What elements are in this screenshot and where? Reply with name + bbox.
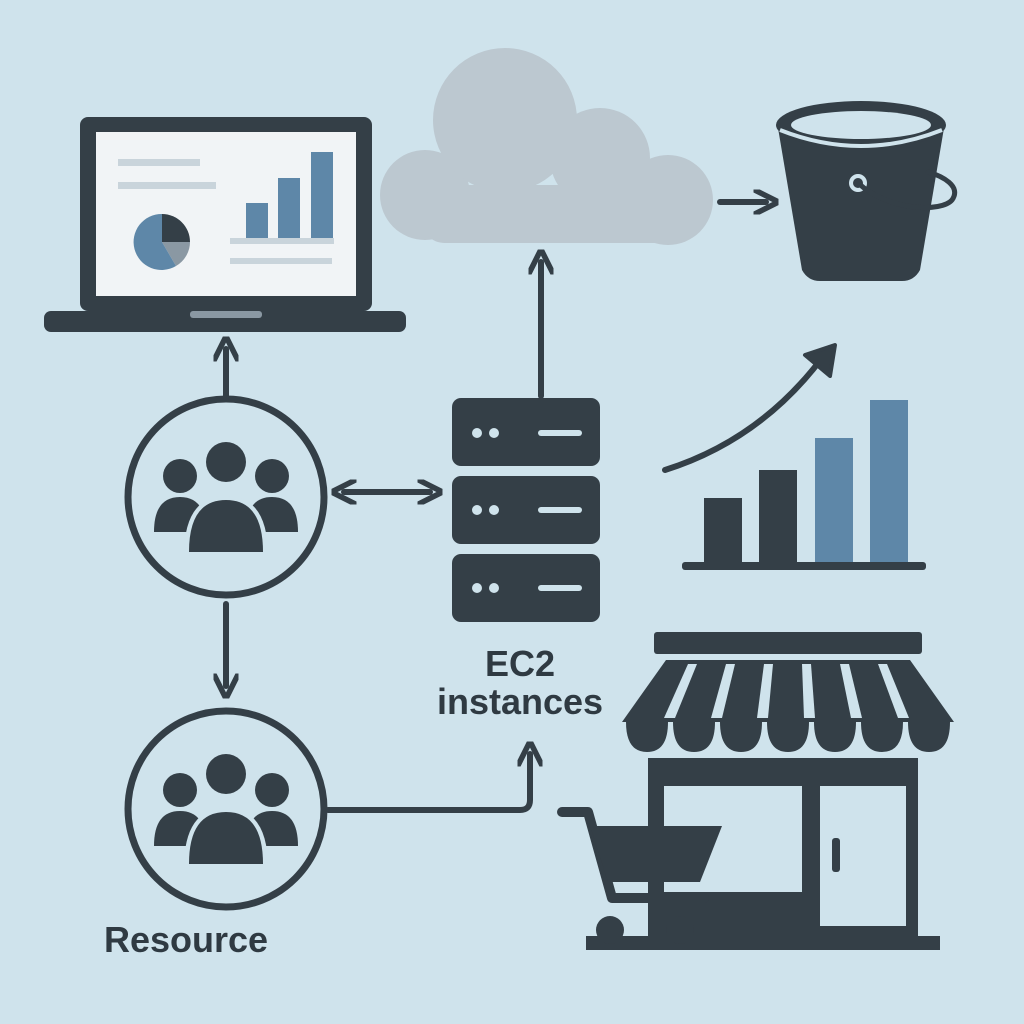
storage-bucket-icon <box>776 101 957 281</box>
resource-label: Resource <box>104 919 269 960</box>
cloud-icon <box>380 48 713 245</box>
server-stack-icon <box>452 398 600 622</box>
growth-bar-chart-icon <box>662 343 926 570</box>
users-group-icon <box>124 707 328 911</box>
ec2-label-line2: instances <box>436 680 604 722</box>
laptop-dashboard-icon <box>44 117 406 332</box>
pie-chart-icon <box>133 213 190 270</box>
bar-chart-icon <box>230 152 334 264</box>
arrow-resource-to-ec2 <box>325 754 530 813</box>
shopping-cart-icon <box>557 807 722 944</box>
ec2-instances-label: EC2 instances <box>400 645 640 721</box>
storefront-icon <box>586 632 954 950</box>
users-group-icon <box>124 395 328 599</box>
ec2-label-line1: EC2 <box>484 643 556 684</box>
connector-arrows <box>226 202 766 813</box>
